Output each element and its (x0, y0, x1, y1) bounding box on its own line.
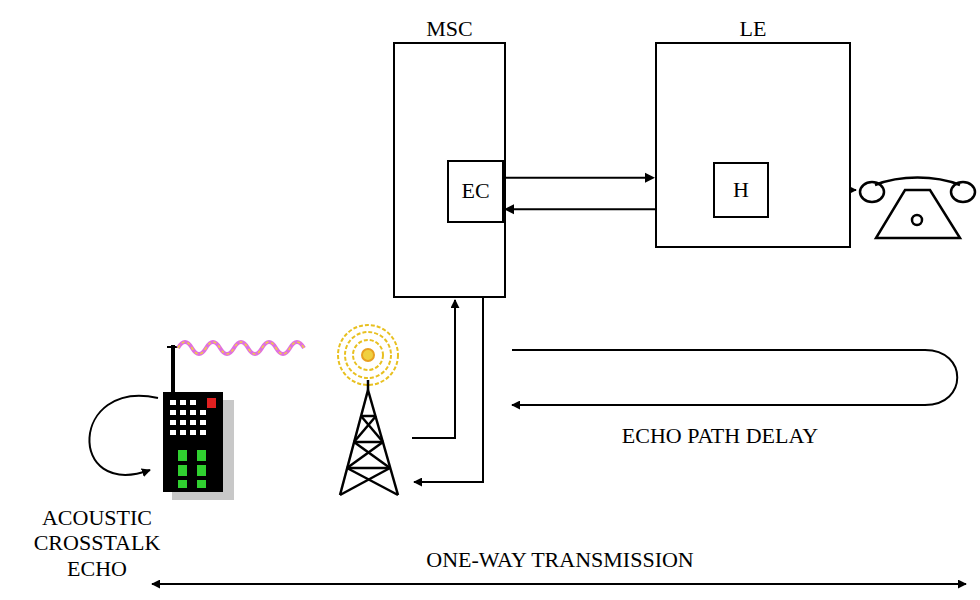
transmission-arrow (152, 583, 966, 585)
tower-symbol (340, 380, 398, 495)
arrow-head (645, 173, 655, 183)
radio-wave-highlight (178, 342, 304, 354)
exchange-box: LEH (655, 42, 851, 248)
caption-label: ECHO PATH DELAY (560, 423, 880, 448)
node-heading: LE (637, 17, 869, 41)
radio-wave (178, 342, 304, 354)
hybrid-box: H (713, 162, 769, 218)
node-heading: MSC (375, 17, 524, 41)
connector-line (512, 208, 655, 210)
echo-loop (512, 350, 957, 405)
caption-label: ONE-WAY TRANSMISSION (360, 547, 760, 572)
node-label: H (733, 178, 749, 202)
uplink-line (412, 300, 455, 438)
signal-connector (504, 204, 655, 214)
caption-label: ACOUSTIC CROSSTALK ECHO (12, 505, 182, 581)
crosstalk-loop (89, 396, 158, 475)
switch-box: MSCEC (393, 42, 506, 298)
radio-waves (338, 325, 398, 385)
handset-symbol (163, 345, 234, 500)
connector-line (504, 177, 647, 179)
canceller-box: EC (447, 160, 504, 223)
downlink-line (414, 297, 483, 482)
node-label: EC (461, 179, 489, 203)
telephone-symbol (860, 178, 975, 239)
signal-connector (504, 173, 655, 183)
